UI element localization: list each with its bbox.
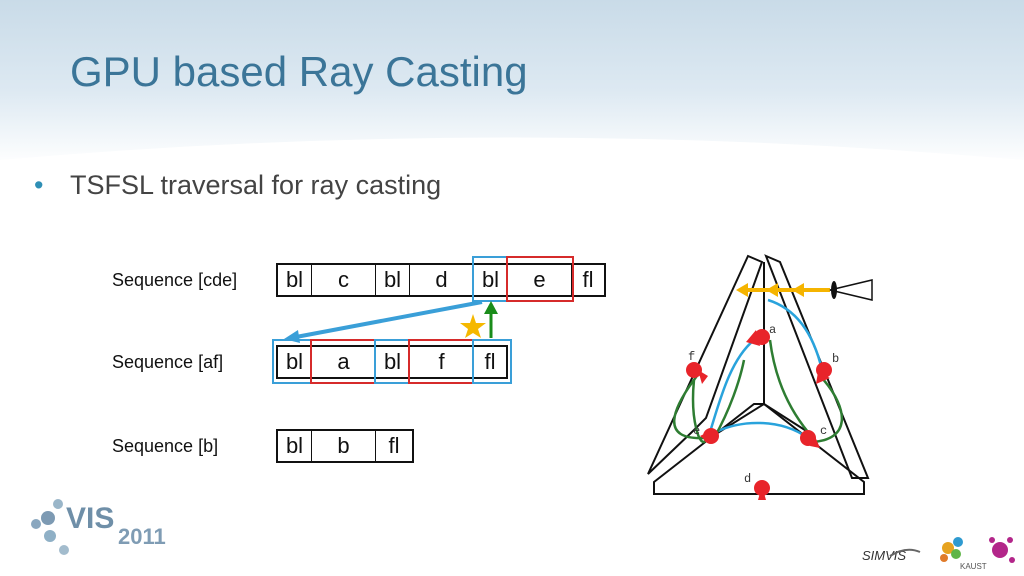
svg-text:2011: 2011: [118, 524, 166, 549]
svg-text:VIS: VIS: [66, 502, 114, 535]
bullet-marker: •: [34, 170, 44, 200]
eye-icon: [829, 279, 873, 301]
header-curve: [0, 137, 1024, 170]
sequence-label-af: Sequence [af]: [112, 352, 224, 372]
cell: bl: [376, 265, 410, 295]
cell: bl: [278, 265, 312, 295]
node-label: d: [744, 472, 751, 486]
cell: e: [508, 265, 572, 295]
blue-highlight-box: [472, 339, 512, 384]
node-label: e: [693, 424, 700, 438]
jump-arrowhead: [284, 330, 300, 343]
cell: c: [312, 265, 376, 295]
node-label: c: [820, 424, 827, 438]
return-arrowhead: [484, 301, 498, 314]
cell: bl: [278, 431, 312, 461]
sequence-af: bl a bl f fl: [276, 345, 508, 379]
sequence-b: bl b fl: [276, 429, 414, 463]
slide-title: GPU based Ray Casting: [70, 48, 528, 95]
star-icon: [460, 314, 486, 338]
cell: b: [312, 431, 376, 461]
cell: fl: [388, 433, 400, 458]
kaust-logo-text: KAUST: [960, 562, 987, 571]
vis2011-logo: VIS 2011: [31, 499, 166, 555]
red-highlight-box: [506, 256, 574, 302]
jump-arrow: [295, 300, 483, 339]
node-label: f: [688, 350, 695, 364]
cell: fl: [582, 267, 594, 292]
sequence-label-b: Sequence [b]: [112, 436, 219, 456]
node-label: b: [832, 352, 839, 366]
sequence-label-cde: Sequence [cde]: [112, 270, 238, 290]
sequence-cde: bl c bl d bl e fl: [276, 263, 606, 297]
node-label: a: [769, 323, 776, 337]
simvis-logo-text: SIMVIS: [862, 548, 907, 563]
bullet-text: TSFSL traversal for ray casting: [70, 170, 442, 200]
cell: fl: [484, 349, 496, 374]
